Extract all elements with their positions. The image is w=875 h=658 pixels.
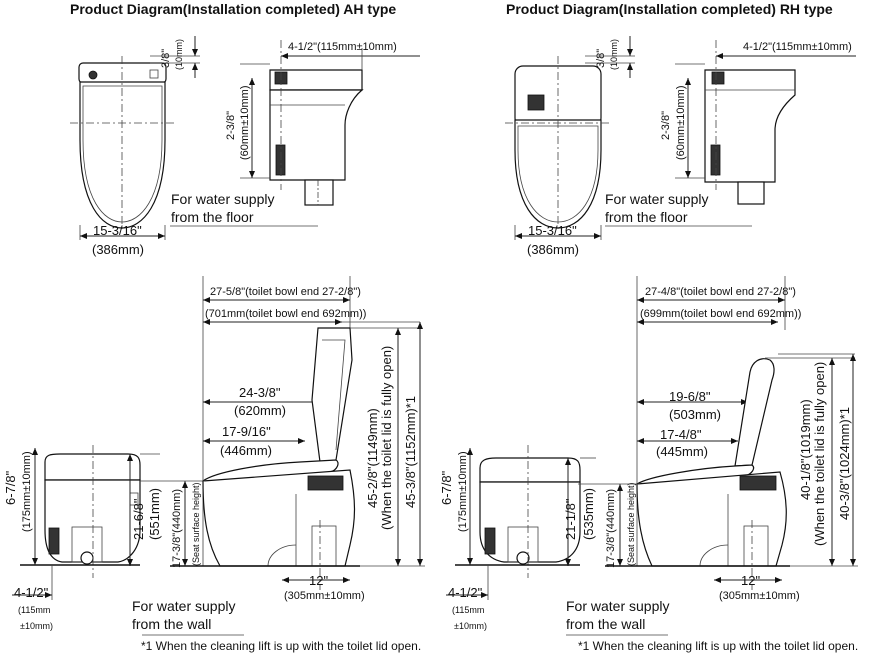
rh-floor-note-2: from the floor [605,209,688,225]
rh-total-length: 27-4/8"(toilet bowl end 27-2/8") [645,286,796,298]
rh-top-view [505,36,635,240]
ah-wall-offset-in: 4-1/2" [14,585,49,600]
ah-body-height-mm: (551mm) [147,487,162,540]
rh-footnote: *1 When the cleaning lift is up with the… [578,639,859,653]
rh-length-a-mm: (503mm) [669,407,722,422]
rh-length-b-mm: (445mm) [656,444,709,459]
ah-body-height-in: 21-6/8" [131,498,146,540]
ah-side-view [127,276,425,636]
rh-width-in: 15-3/16" [528,223,577,238]
ah-floor-note-1: For water supply [171,191,275,207]
ah-length-a-in: 24-3/8" [239,385,281,400]
rh-seat-label: (Seat surface height) [626,482,636,566]
rh-floor-note-1: For water supply [605,191,709,207]
ah-total-length: 27-5/8"(toilet bowl end 27-2/8") [210,286,361,298]
rh-side-height-mm: (175mm±10mm) [457,451,469,532]
rh-length-b-in: 17-4/8" [660,427,702,442]
rh-seat-height: 17-3/8"(440mm) [605,488,617,568]
ah-length-a-mm: (620mm) [234,403,287,418]
ah-front-view [12,445,141,600]
rh-title: Product Diagram(Installation completed) … [506,1,833,17]
ah-wall-offset-mm1: (115mm [18,605,51,615]
rh-front-view [446,445,581,600]
rh-total-length-mm: (699mm(toilet bowl end 692mm)) [640,308,802,320]
rh-side-view [565,276,858,636]
ah-length-b-in: 17-9/16" [222,424,271,439]
rh-lid-open-height: 40-1/8"(1019mm) [798,399,813,500]
rh-side-height-in: 6-7/8" [439,470,454,505]
ah-width-mm: (386mm) [92,242,145,257]
rh-wall-note-2: from the wall [566,616,646,632]
ah-top-gap-mm: (10mm) [174,39,184,70]
ah-footnote: *1 When the cleaning lift is up with the… [141,639,422,653]
rh-body-height-in: 21-1/8" [563,498,578,540]
ah-top-gap-in: 3/8" [160,48,172,68]
ah-total-length-mm: (701mm(toilet bowl end 692mm)) [205,308,367,320]
rh-rough-in-in: 12" [741,573,761,588]
rh-top-gap-mm: (10mm) [609,39,619,70]
ah-width-in: 15-3/16" [93,223,142,238]
ah-detail-view [240,40,420,206]
rh-wall-note-1: For water supply [566,598,670,614]
ah-wall-note-2: from the wall [132,616,212,632]
rh-width-mm: (386mm) [527,242,580,257]
ah-side-height-in: 6-7/8" [3,470,18,505]
ah-max-height: 45-3/8"(1152mm)*1 [403,395,418,508]
rh-wall-offset-in: 4-1/2" [448,585,483,600]
rh-detail-view [675,40,856,205]
ah-lid-open-height: 45-2/8"(1149mm) [365,408,380,508]
rh-top-gap-in: 3/8" [595,48,607,68]
ah-offset-top: 4-1/2"(115mm±10mm) [288,41,397,53]
ah-seat-height: 17-3/8"(440mm) [171,488,183,568]
ah-supply-height-in: 2-3/8" [225,111,237,140]
rh-wall-offset-mm1: (115mm [452,605,485,615]
ah-supply-height-mm: (60mm±10mm) [239,85,251,161]
rh-body-height-mm: (535mm) [581,487,596,540]
rh-supply-height-in: 2-3/8" [660,111,672,140]
ah-lid-open-note: (When the toilet lid is fully open) [379,345,394,530]
ah-wall-offset-mm2: ±10mm) [20,621,53,631]
ah-side-height-mm: (175mm±10mm) [21,451,33,532]
ah-title: Product Diagram(Installation completed) … [70,1,397,17]
rh-offset-top: 4-1/2"(115mm±10mm) [743,41,852,53]
ah-seat-label: (Seat surface height) [191,482,201,566]
rh-wall-offset-mm2: ±10mm) [454,621,487,631]
ah-rough-in-mm: (305mm±10mm) [284,590,365,602]
rh-supply-height-mm: (60mm±10mm) [675,85,687,161]
ah-wall-note-1: For water supply [132,598,236,614]
rh-length-a-in: 19-6/8" [669,389,711,404]
ah-top-view [70,36,200,240]
rh-max-height: 40-3/8"(1024mm)*1 [837,406,852,520]
ah-rough-in-in: 12" [309,573,329,588]
ah-floor-note-2: from the floor [171,209,254,225]
rh-rough-in-mm: (305mm±10mm) [719,590,800,602]
ah-length-b-mm: (446mm) [220,443,273,458]
rh-lid-open-note: (When the toilet lid is fully open) [812,361,827,546]
